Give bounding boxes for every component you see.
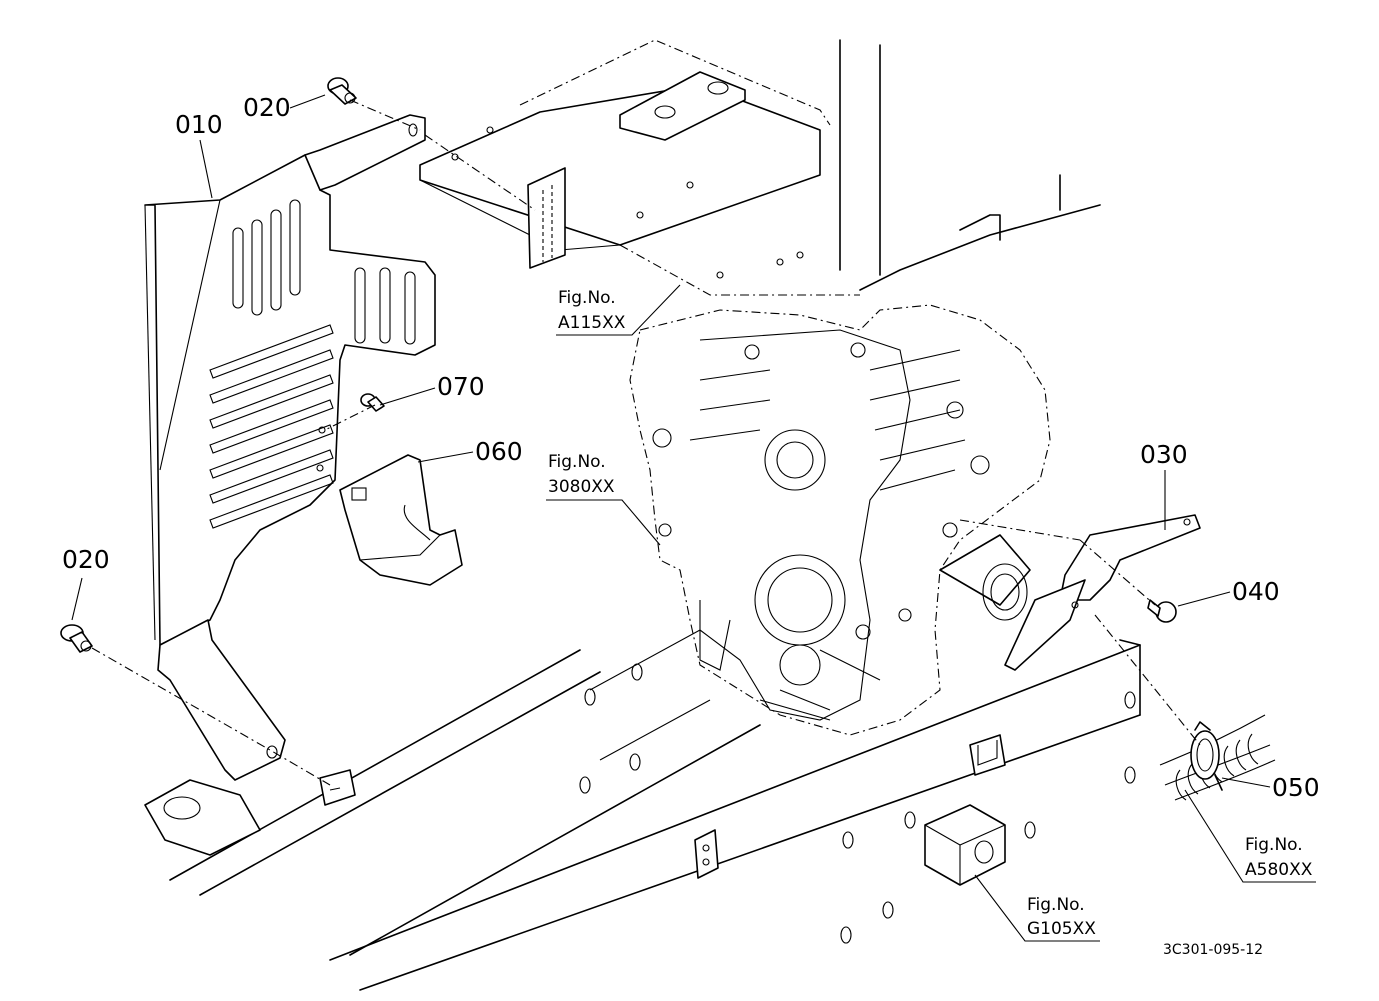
figref-g105-line2: G105XX [1027,919,1096,939]
label-group-050: 050 [1221,773,1320,802]
part-060-bracket [339,454,463,586]
label-group-010: 010 [175,110,223,199]
figref-a115-line1: Fig.No. [558,288,616,308]
part-030-bracket [1004,514,1201,671]
frame-rails [144,629,1141,991]
bolt-020-left [60,624,93,653]
bolt-020-top [327,77,357,105]
part-label-060: 060 [475,437,523,466]
label-group-060: 060 [417,437,523,466]
part-label-030: 030 [1140,440,1188,469]
label-group-030: 030 [1140,440,1188,530]
part-label-010: 010 [175,110,223,139]
label-group-040: 040 [1177,577,1280,607]
figref-a115: Fig.No. A115XX [556,284,681,336]
top-bracket-plate [419,39,1101,296]
part-label-040: 040 [1232,577,1280,606]
part-050-hose-clamp [1159,714,1276,801]
figref-g105-line1: Fig.No. [1027,895,1085,915]
engine-gear-case [629,304,1051,736]
figref-3080: Fig.No. 3080XX [546,452,661,546]
part-label-070: 070 [437,372,485,401]
part-label-020-left: 020 [62,545,110,574]
part-label-020-top: 020 [243,93,291,122]
figref-a580-line2: A580XX [1245,860,1313,880]
figref-a115-line2: A115XX [558,313,626,333]
bolt-040 [1147,599,1177,623]
figref-3080-line2: 3080XX [548,477,615,497]
label-group-020-top: 020 [243,93,326,122]
figref-3080-line1: Fig.No. [548,452,606,472]
figref-g105: Fig.No. G105XX [974,874,1100,942]
horizontal-slots [209,324,334,529]
bolt-070 [360,393,385,412]
figref-a580: Fig.No. A580XX [1184,789,1316,883]
drawing-code: 3C301-095-12 [1163,942,1263,958]
assembly-lines [91,99,1201,786]
part-010-side-shield [144,114,436,781]
label-group-070: 070 [379,372,485,406]
part-label-050: 050 [1272,773,1320,802]
figref-a580-line1: Fig.No. [1245,835,1303,855]
vertical-slots [232,199,416,345]
label-group-020-left: 020 [62,545,110,621]
